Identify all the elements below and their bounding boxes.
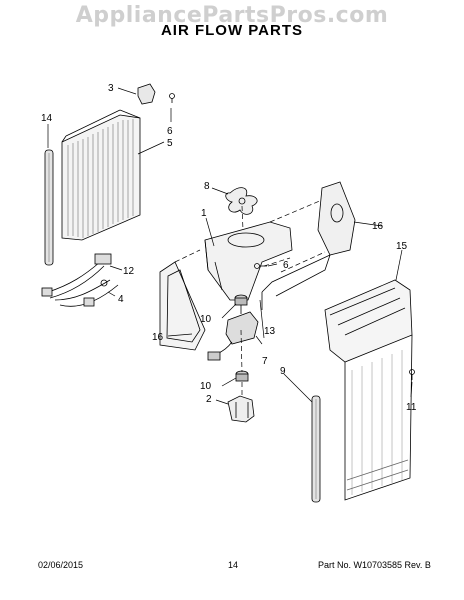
callout-9: 9: [280, 366, 286, 377]
air-duct-right: [317, 181, 356, 256]
callout-14: 14: [41, 113, 53, 124]
air-duct-left: [159, 261, 206, 351]
grommet-lower: [235, 370, 249, 382]
callout-7: 7: [262, 356, 268, 367]
callout-15: 15: [396, 241, 408, 252]
callout-10-lower: 10: [200, 381, 212, 392]
callout-16-right: 16: [372, 221, 384, 232]
wire-harness: [41, 253, 119, 307]
callout-16-left: 16: [152, 332, 164, 343]
seal-strip-left: [44, 149, 54, 266]
evaporator-cover-panel: [61, 109, 141, 241]
callout-4: 4: [118, 294, 124, 305]
screw-right: [409, 369, 415, 380]
light-bracket: [137, 83, 156, 105]
seal-strip-right: [311, 395, 321, 503]
callout-13: 13: [264, 326, 276, 337]
fan-shroud: [204, 221, 293, 301]
cover-panel-right: [324, 279, 413, 501]
footer-date: 02/06/2015: [38, 560, 84, 570]
motor-bracket: [227, 395, 255, 423]
callout-8: 8: [204, 181, 210, 192]
screw-top: [169, 93, 175, 103]
footer-part-number: Part No. W10703585 Rev. B: [318, 560, 431, 570]
callout-10-upper: 10: [200, 314, 212, 325]
callout-6-center: 6: [283, 260, 289, 271]
fan-motor: [207, 305, 259, 361]
watermark: AppliancePartsPros.com: [75, 3, 389, 28]
grommet-upper: [234, 294, 248, 306]
callout-3: 3: [108, 83, 114, 94]
fan-blade: [225, 187, 258, 215]
callout-2: 2: [206, 394, 212, 405]
page-title: AIR FLOW PARTS: [160, 22, 304, 39]
callout-6-top: 6: [167, 126, 173, 137]
footer-page: 14: [228, 560, 239, 570]
callout-5: 5: [167, 138, 173, 149]
callout-1: 1: [201, 208, 207, 219]
screw-center: [254, 263, 267, 269]
callout-11: 11: [406, 402, 417, 413]
callout-12: 12: [123, 266, 135, 277]
